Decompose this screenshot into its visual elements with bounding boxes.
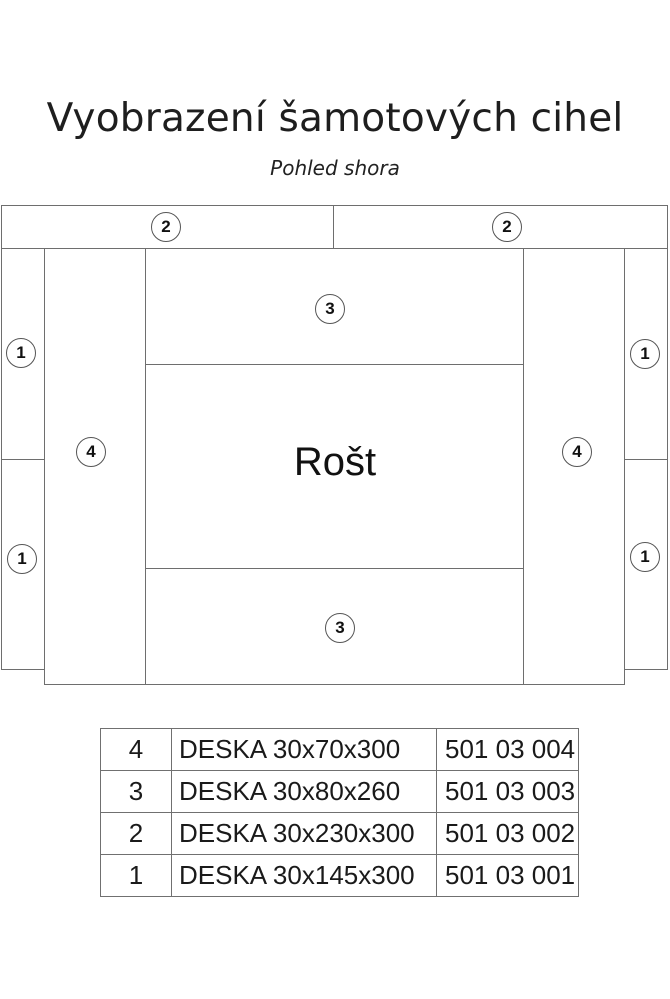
badge-2-right: 2 [492, 212, 522, 242]
part-number: 2 [100, 812, 172, 855]
part-description: DESKA 30x145x300 [171, 854, 437, 897]
brick-4-left [44, 248, 147, 685]
part-number: 1 [100, 854, 172, 897]
part-number: 4 [100, 728, 172, 771]
grate-area [145, 364, 524, 570]
part-description: DESKA 30x70x300 [171, 728, 437, 771]
table-row: 4 DESKA 30x70x300 501 03 004 [100, 728, 579, 771]
badge-4-left: 4 [76, 437, 106, 467]
page-title: Vyobrazení šamotových cihel [46, 96, 624, 141]
part-code: 501 03 003 [436, 770, 579, 813]
part-code: 501 03 004 [436, 728, 579, 771]
table-row: 1 DESKA 30x145x300 501 03 001 [100, 854, 579, 897]
part-number: 3 [100, 770, 172, 813]
badge-1-left-upper: 1 [6, 338, 36, 368]
badge-3-upper: 3 [315, 294, 345, 324]
table-row: 3 DESKA 30x80x260 501 03 003 [100, 770, 579, 813]
part-description: DESKA 30x80x260 [171, 770, 437, 813]
badge-1-right-lower: 1 [630, 542, 660, 572]
grate-label: Rošt [293, 440, 377, 484]
part-description: DESKA 30x230x300 [171, 812, 437, 855]
badge-3-lower: 3 [325, 613, 355, 643]
part-code: 501 03 001 [436, 854, 579, 897]
page-subtitle: Pohled shora [270, 156, 400, 180]
badge-2-left: 2 [151, 212, 181, 242]
table-row: 2 DESKA 30x230x300 501 03 002 [100, 812, 579, 855]
badge-1-right-upper: 1 [630, 339, 660, 369]
badge-1-left-lower: 1 [7, 544, 37, 574]
parts-table: 4 DESKA 30x70x300 501 03 004 3 DESKA 30x… [100, 728, 579, 897]
badge-4-right: 4 [562, 437, 592, 467]
part-code: 501 03 002 [436, 812, 579, 855]
